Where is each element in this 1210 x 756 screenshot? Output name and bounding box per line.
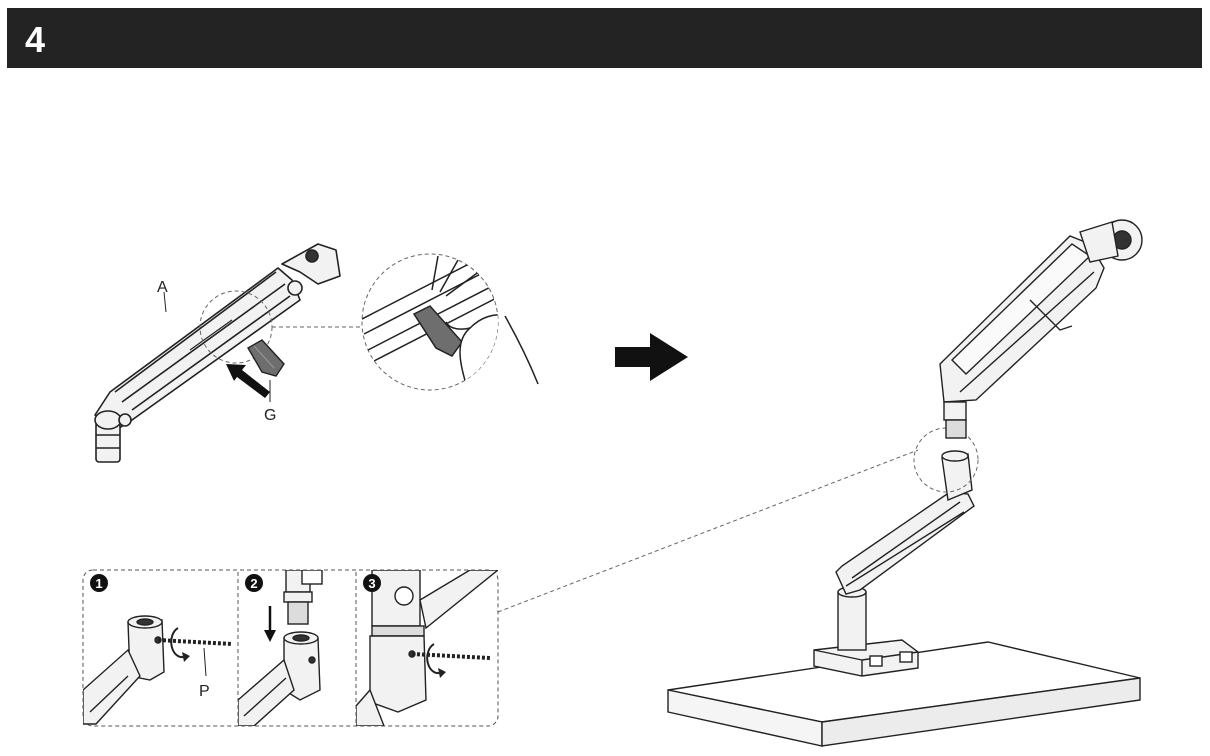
header-bar: 4 [7,8,1202,68]
svg-text:3: 3 [368,576,375,591]
cable-clip-g [247,339,285,377]
badge-2 [245,574,263,592]
vesa-head [281,243,341,285]
upper-arm [939,219,1143,439]
label-p: P [199,683,210,700]
zoom-detail-clip [361,253,539,391]
rotate-icon [426,643,443,675]
desk [667,641,1141,747]
arrow-down-icon [264,630,276,642]
badge-3 [363,574,381,592]
sub-step-1: 1 P [83,574,233,725]
arm-assembly-left [94,243,341,463]
arm-base [813,586,919,677]
arrow-right-icon [615,333,688,381]
sub-step-3: 3 [356,570,498,726]
svg-text:1: 1 [95,576,102,591]
svg-text:2: 2 [250,576,257,591]
rotate-icon [170,627,187,659]
label-g: G [264,407,276,424]
lower-arm [835,450,975,595]
step-number: 4 [25,19,46,60]
label-a: A [157,279,168,296]
badge-1 [90,574,108,592]
sub-step-2: 2 [238,570,323,726]
insert-arrow-icon [226,364,270,398]
